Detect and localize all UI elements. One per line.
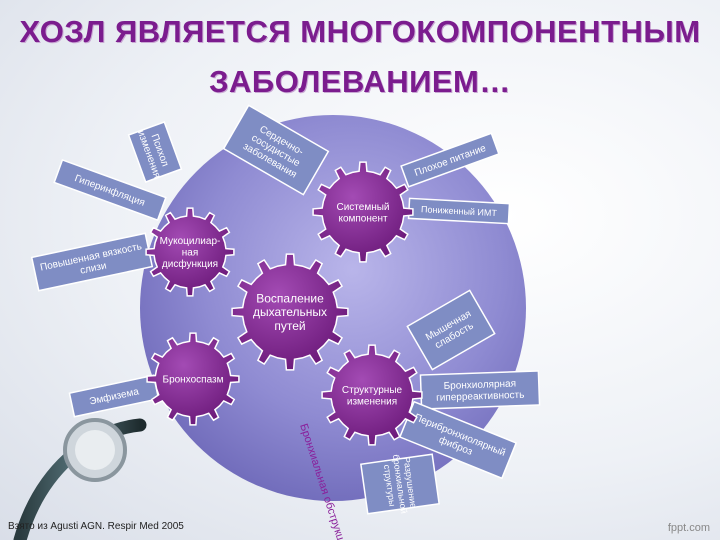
gear-shape [146,332,240,426]
label-box [53,158,167,222]
label-box [400,132,500,188]
label-text: Бронхиолярнаягиперреактивность [436,378,525,404]
brand-logo: fppt.com [667,522,710,534]
label-box [360,453,440,515]
label-psych: Психолизменения [127,121,183,183]
label-cardio: Сердечно-сосудистыезаболевания [222,104,330,196]
label-box [222,104,330,196]
label-box [127,121,183,183]
title-line-1: ХОЗЛ ЯВЛЯЕТСЯ МНОГОКОМПОНЕНТНЫМ [19,14,701,49]
label-reduced-bmi: Пониженный ИМТ [407,197,511,225]
gear-shape [145,207,235,297]
gear-shape [231,253,349,371]
label-hyperreactivity: Бронхиолярнаягиперреактивность [419,370,541,410]
gear-shape [312,161,414,263]
label-emphysema: Эмфизема [68,374,160,418]
label-text: Пониженный ИМТ [421,204,498,218]
gear-label: Бронхоспазм [163,375,224,386]
source-footnote: Взято из Agusti AGN. Respir Med 2005 [8,521,184,532]
stethoscope-diaphragm [75,430,115,470]
gear-bronchospasm: Бронхоспазм [146,332,240,426]
label-muscle: Мышечнаяслабость [406,289,496,371]
label-destruction: Разрушениебронхиальнойструктуры [360,453,440,515]
gear-shape [321,344,423,446]
title-line-2: ЗАБОЛЕВАНИЕМ… [209,64,511,99]
label-sputum: Повышенная вязкостьслизи [30,232,154,292]
label-box [406,289,496,371]
